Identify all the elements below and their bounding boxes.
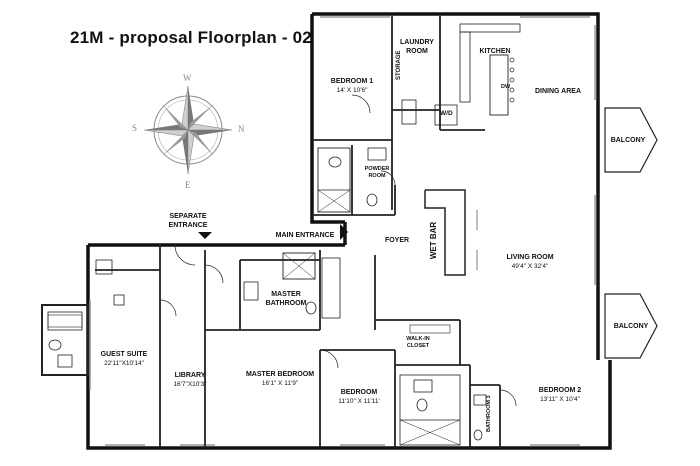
room-guest-suite-dim: 22'11"X10'14" <box>104 360 144 367</box>
balcony-bottom-shape <box>604 293 658 359</box>
room-bedroom-dim: 11'10" X 11'11' <box>338 398 380 405</box>
room-powder: POWDER ROOM <box>364 166 390 179</box>
room-master-bedroom-name: MASTER BEDROOM <box>245 371 315 378</box>
balcony-top-label: BALCONY <box>610 137 646 144</box>
room-master-bathroom: MASTER BATHROOM <box>265 291 307 307</box>
guest-bath-bump <box>41 304 89 376</box>
room-bedroom-name: BEDROOM <box>340 389 378 396</box>
compass-west: W <box>183 73 192 83</box>
balcony-top-shape <box>604 107 658 173</box>
separate-entrance-arrow <box>198 232 212 239</box>
windows <box>89 16 596 446</box>
room-bedroom: BEDROOM 11'10" X 11'11' <box>338 388 379 406</box>
room-library-dim: 16'7"X10'3" <box>173 381 207 388</box>
compass-south: S <box>132 123 138 133</box>
room-kitchen: KITCHEN <box>479 48 511 55</box>
room-wet-bar: WET BAR <box>429 221 439 260</box>
room-laundry: LAUNDRY ROOM <box>400 39 434 55</box>
separate-entrance-label: SEPARATE ENTRANCE <box>168 213 208 229</box>
washer-dryer-label: W/D <box>440 110 453 117</box>
main-entrance-label: MAIN ENTRANCE <box>275 232 335 239</box>
room-library: LIBRARY 16'7"X10'3" <box>173 371 206 389</box>
room-guest-suite-name: GUEST SUITE <box>100 351 148 358</box>
room-living: LIVING ROOM 49'4" X 32'4" <box>506 253 553 271</box>
room-master-bedroom-dim: 16'1" X 11'9" <box>261 380 299 387</box>
room-bedroom-2-name: BEDROOM 2 <box>538 387 582 394</box>
compass-north: N <box>238 124 245 134</box>
room-bedroom-1-dim: 14' X 10'6" <box>336 87 368 94</box>
room-bedroom-2: BEDROOM 2 13'11" X 10'4" <box>539 386 581 404</box>
room-living-dim: 49'4" X 32'4" <box>511 263 549 270</box>
page-title: 21M - proposal Floorplan - 02 <box>70 28 312 47</box>
room-master-bedroom: MASTER BEDROOM 16'1" X 11'9" <box>246 370 314 388</box>
room-walk-in-closet: WALK-IN CLOSET <box>406 336 430 349</box>
room-living-name: LIVING ROOM <box>506 254 554 261</box>
room-bedroom-1-name: BEDROOM 1 <box>330 78 374 85</box>
room-guest-suite: GUEST SUITE 22'11"X10'14" <box>101 350 148 368</box>
room-bedroom-1: BEDROOM 1 14' X 10'6" <box>331 77 373 95</box>
balcony-bottom-label: BALCONY <box>613 323 649 330</box>
room-foyer: FOYER <box>384 237 410 244</box>
dishwasher-label: DW <box>501 84 511 90</box>
room-library-name: LIBRARY <box>174 372 206 379</box>
compass-east: E <box>185 180 191 190</box>
compass-rose <box>143 85 233 175</box>
room-dining: DINING AREA <box>534 88 582 95</box>
room-storage: STORAGE <box>396 50 402 80</box>
main-entrance-arrow <box>340 224 348 240</box>
room-bathroom-3: BATHROOM 3 <box>486 395 492 432</box>
room-bedroom-2-dim: 13'11" X 10'4" <box>540 396 580 403</box>
